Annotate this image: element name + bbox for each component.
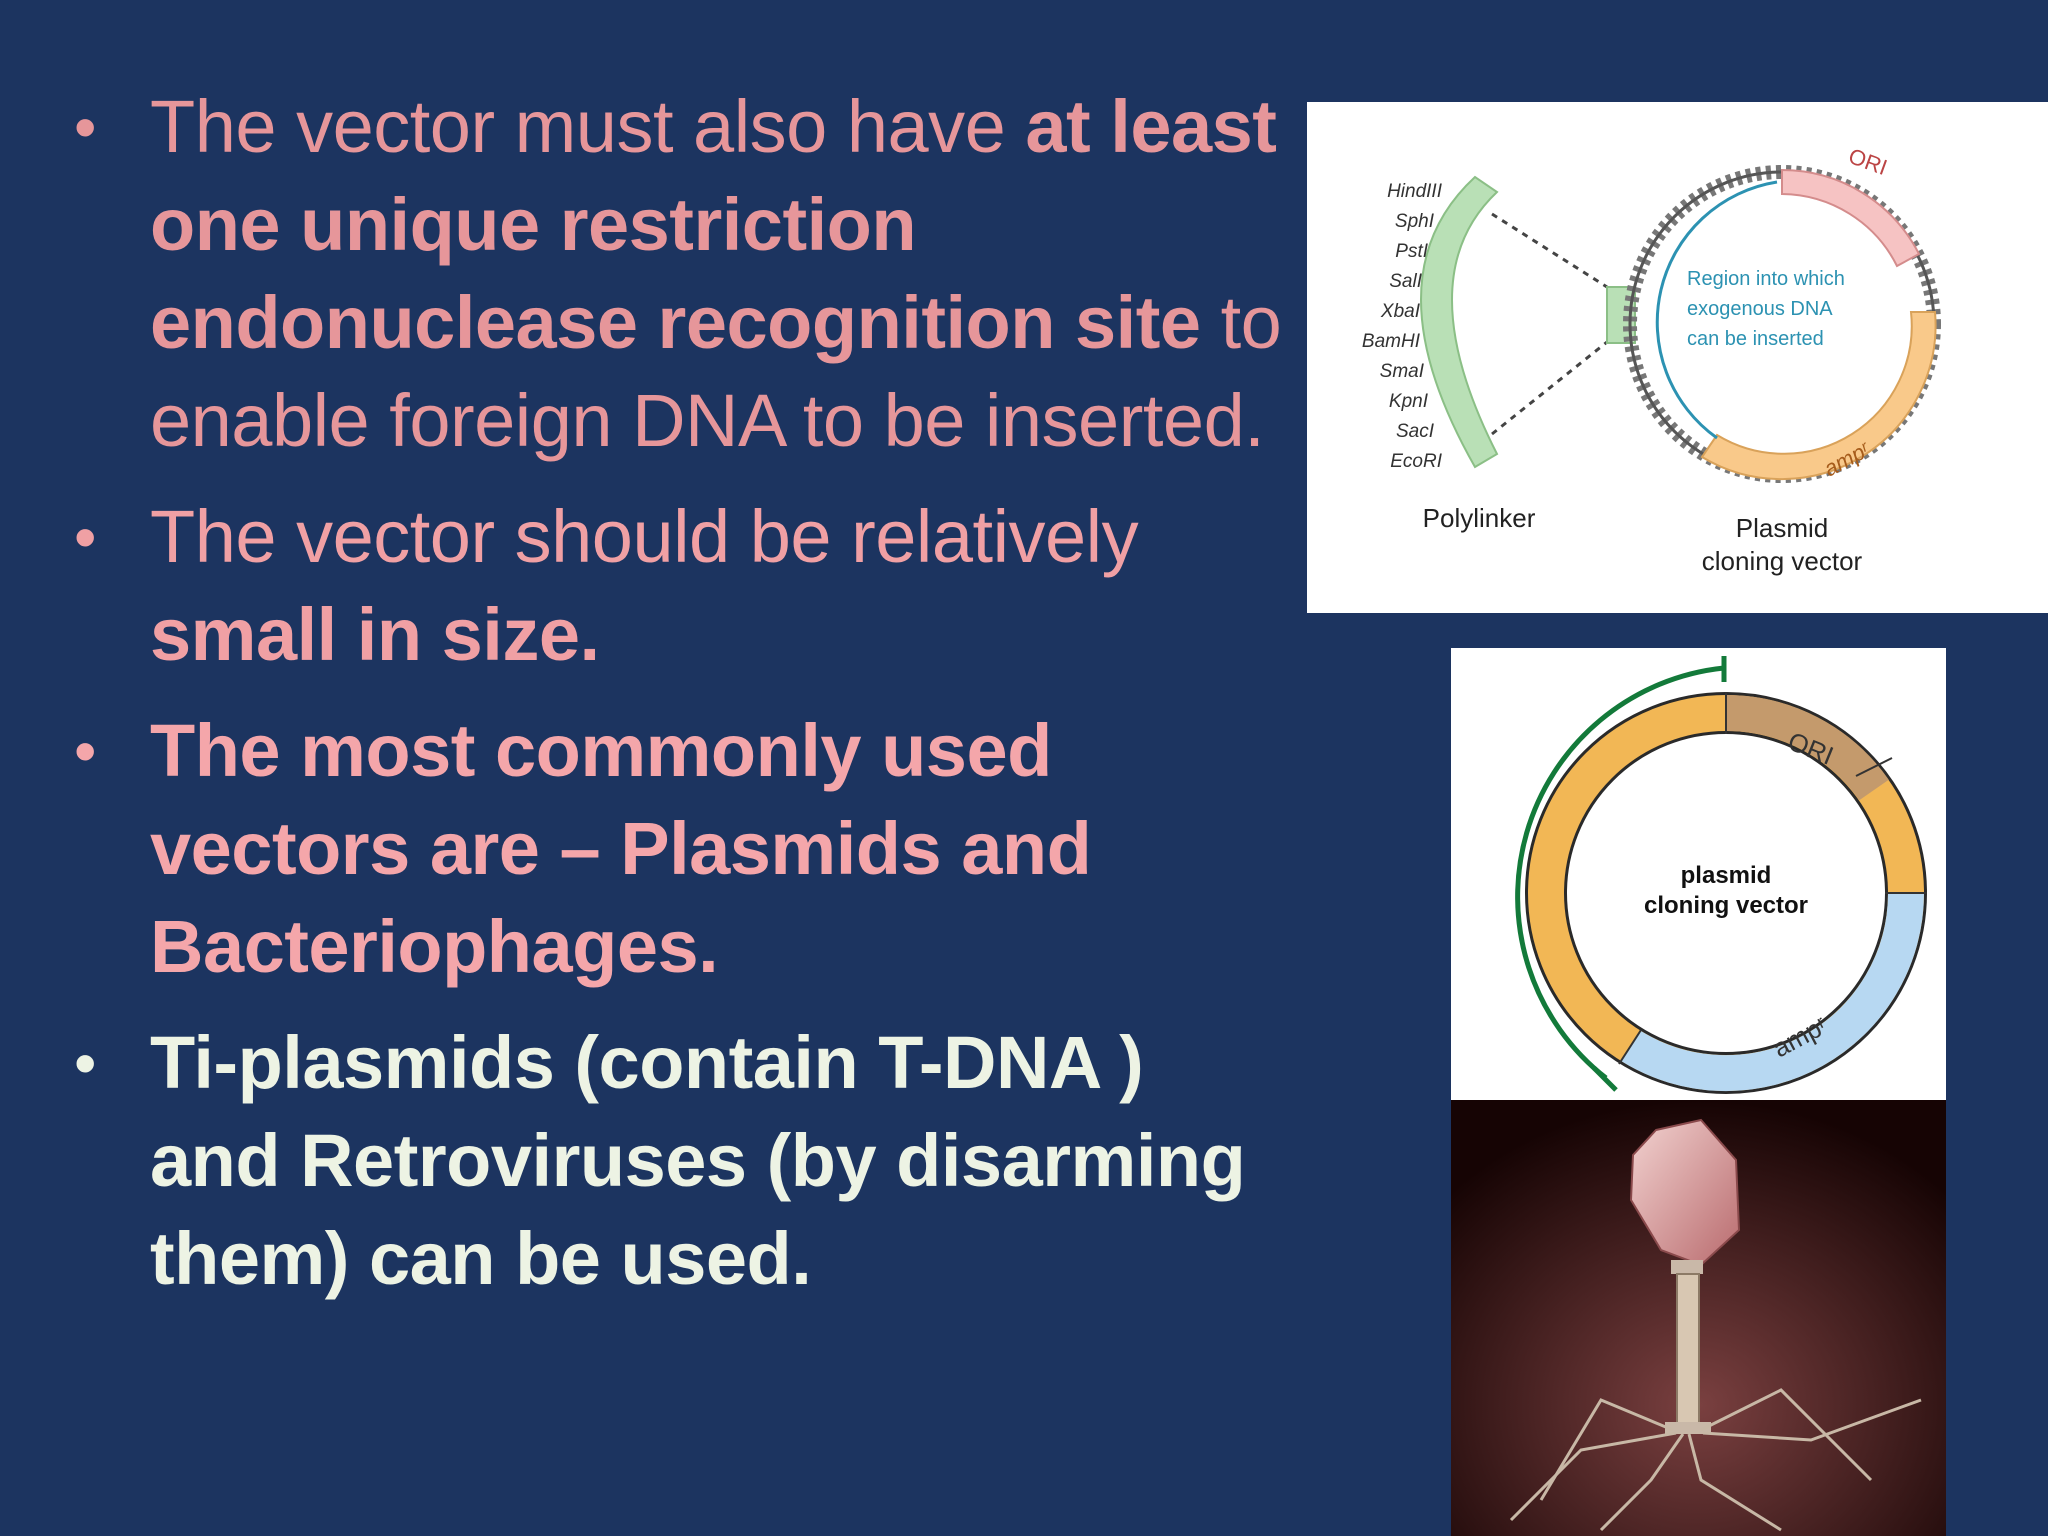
restriction-site-label: SphI xyxy=(1395,211,1435,232)
center-label-line-2: cloning vector xyxy=(1644,892,1808,919)
plasmid-label-line-1: Plasmid xyxy=(1736,513,1828,543)
bullet-text: Ti-plasmids (contain T-DNA ) and Retrovi… xyxy=(150,1021,1246,1300)
segment-divider xyxy=(1855,757,1893,777)
bullet-text-segment: small in size. xyxy=(150,593,600,676)
bullet-text-segment: The most commonly used vectors are – Pla… xyxy=(150,709,1092,988)
restriction-site-label: SalI xyxy=(1389,271,1422,292)
arc-end-tick xyxy=(1592,1066,1618,1092)
bullet-text-segment: The vector should be relatively xyxy=(150,495,1139,578)
phage-collar xyxy=(1671,1260,1703,1274)
insertion-region-arc xyxy=(1655,180,1778,440)
bullet-item: • Ti-plasmids (contain T-DNA ) and Retro… xyxy=(70,1014,1290,1308)
bullet-text: The most commonly used vectors are – Pla… xyxy=(150,709,1092,988)
plasmid-ring-svg: ORI ampʳ plasmid cloning vector xyxy=(1515,656,1927,1094)
bullet-list: • The vector must also have at least one… xyxy=(70,78,1290,1308)
ori-label: ORI xyxy=(1845,143,1890,180)
plasmid-polylinker-svg: HindIII SphI PstI SalI XbaI BamHI SmaI KpnI SacI… xyxy=(1362,143,1941,576)
amp-segment xyxy=(1700,311,1937,481)
bacteriophage-svg xyxy=(1451,1100,1946,1536)
region-label-line-2: exogenous DNA xyxy=(1687,298,1833,320)
bullet-text-segment: at least one unique restriction endonucl… xyxy=(150,85,1277,364)
insert-range-arc xyxy=(1515,665,1725,1080)
bullet-text: The vector should be relatively small in… xyxy=(150,495,1139,676)
phage-tail-fiber xyxy=(1509,1431,1677,1522)
restriction-site-label: EcoRI xyxy=(1390,451,1442,472)
restriction-site-labels: HindIII SphI PstI SalI XbaI BamHI SmaI KpnI SacI… xyxy=(1362,181,1443,472)
restriction-site-label: SacI xyxy=(1396,421,1435,442)
restriction-site-label: BamHI xyxy=(1362,331,1421,352)
plasmid-polylinker-diagram: HindIII SphI PstI SalI XbaI BamHI SmaI KpnI SacI… xyxy=(1307,102,2048,613)
connector-line xyxy=(1491,212,1608,289)
region-label-line-3: can be inserted xyxy=(1687,328,1824,350)
ori-segment xyxy=(1781,168,1921,268)
bacteriophage-image xyxy=(1451,1100,1946,1536)
polylinker-label: Polylinker xyxy=(1423,503,1536,533)
connector-line xyxy=(1491,340,1608,436)
phage-tail-fiber xyxy=(1702,1398,1922,1442)
phage-tail-fiber xyxy=(1700,1388,1873,1482)
plasmid-cloning-vector-diagram: ORI ampʳ plasmid cloning vector xyxy=(1451,648,1946,1100)
restriction-site-label: PstI xyxy=(1395,241,1428,262)
restriction-site-label: SmaI xyxy=(1380,361,1425,382)
bullet-text-segment: to enable foreign DNA to be inserted. xyxy=(150,281,1282,462)
bullet-marker: • xyxy=(74,91,96,163)
bullet-item: • The most commonly used vectors are – P… xyxy=(70,702,1290,996)
region-label-line-1: Region into which xyxy=(1687,268,1845,290)
polylinker-bar xyxy=(1420,175,1499,469)
bullet-text-segment: The vector must also have xyxy=(150,85,1026,168)
phage-tail xyxy=(1676,1273,1700,1425)
restriction-site-label: KpnI xyxy=(1389,391,1429,412)
phage-baseplate xyxy=(1665,1422,1711,1434)
phage-tail-fiber xyxy=(1599,1433,1685,1532)
phage-tail-fiber xyxy=(1539,1398,1674,1501)
bullet-marker: • xyxy=(74,1027,96,1099)
segment-divider xyxy=(1618,1029,1642,1065)
restriction-site-label: XbaI xyxy=(1380,301,1421,322)
bullet-item: • The vector must also have at least one… xyxy=(70,78,1290,470)
restriction-site-label: HindIII xyxy=(1387,181,1443,202)
plasmid-label-line-2: cloning vector xyxy=(1702,546,1863,576)
center-label-line-1: plasmid xyxy=(1681,862,1772,889)
phage-tail-fiber xyxy=(1687,1433,1782,1532)
bullet-marker: • xyxy=(74,501,96,573)
bullet-marker: • xyxy=(74,715,96,787)
bullet-item: • The vector should be relatively small … xyxy=(70,488,1290,684)
bullet-text-segment: Ti-plasmids (contain T-DNA ) and Retrovi… xyxy=(150,1021,1246,1300)
amp-segment xyxy=(1621,892,1924,1092)
bullet-text: The vector must also have at least one u… xyxy=(150,85,1282,462)
